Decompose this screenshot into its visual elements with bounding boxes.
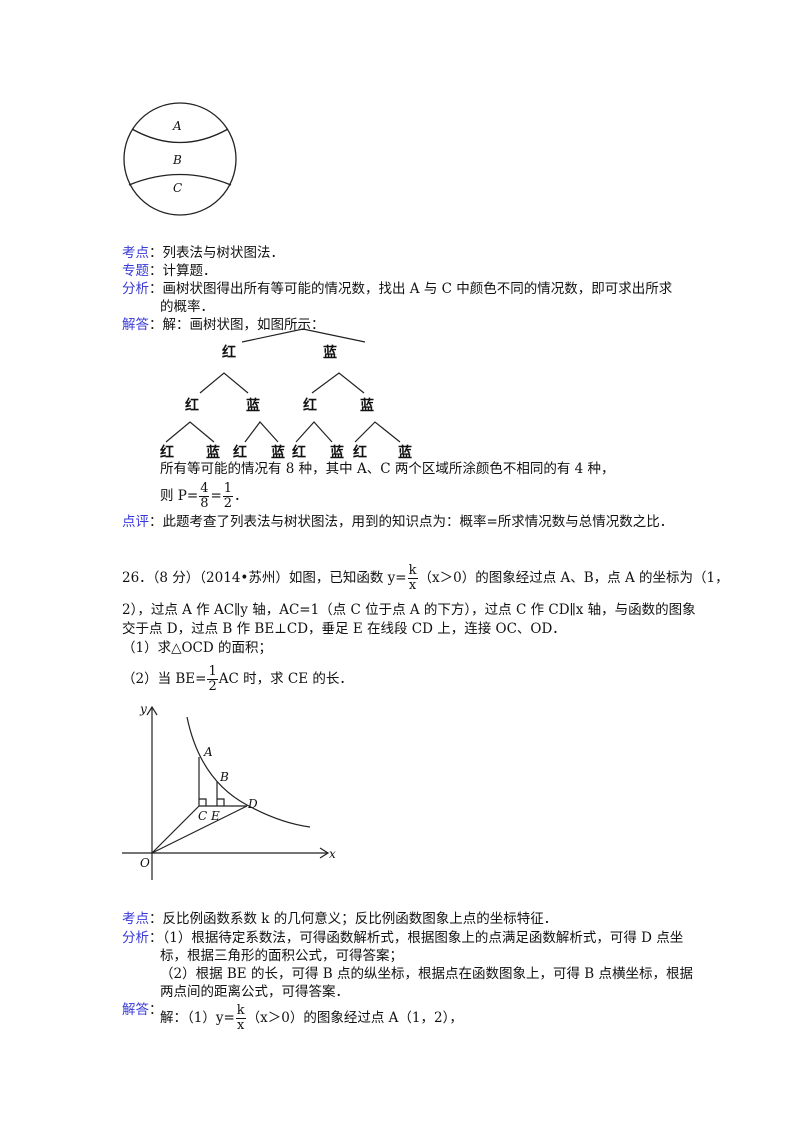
tree-node-l3: 蓝 xyxy=(271,445,285,461)
tree-node-l3: 蓝 xyxy=(330,445,344,461)
origin-label: O xyxy=(140,856,150,870)
q26-fenxi-row: 分析：（1）根据待定系数法，可得函数解析式，根据图象上的点满足函数解析式，可得 … xyxy=(122,929,683,947)
fenxi-label: 分析 xyxy=(122,930,149,946)
q26-fenxi-row-3: （2）根据 BE 的长，可得 B 点的纵坐标，根据点在函数图象上，可得 B 点横… xyxy=(160,966,693,982)
kaodian-label: 考点 xyxy=(122,911,149,927)
jieda-label: 解答 xyxy=(122,1002,149,1018)
inverse-function-graph: y x O A B C D E xyxy=(122,702,336,880)
q26-line2: 2），过点 A 作 AC∥y 轴，AC=1（点 C 位于点 A 的下方），过点 … xyxy=(122,602,696,618)
point-c-label: C xyxy=(198,809,207,823)
tree-node-l3: 蓝 xyxy=(398,445,412,461)
jieda-text-b: （x＞0）的图象经过点 A（1，2）， xyxy=(246,1010,463,1026)
q26-text-a: 26．（8 分）（2014•苏州）如图，已知函数 y= xyxy=(122,570,407,586)
fenxi-text: ：（1）根据待定系数法，可得函数解析式，根据图象上的点满足函数解析式，可得 D … xyxy=(149,930,684,946)
dianping-text: ：此题考查了列表法与树状图法，用到的知识点为：概率=所求情况数与总情况数之比． xyxy=(149,514,674,530)
dianping-label: 点评 xyxy=(122,514,149,530)
part2-text-a: （2）当 BE= xyxy=(122,671,207,687)
tree-node-l2: 红 xyxy=(185,398,199,414)
result-line: 所有等可能的情况有 8 种，其中 A、C 两个区域所涂颜色不相同的有 4 种， xyxy=(160,461,615,477)
dianping-row: 点评：此题考查了列表法与树状图法，用到的知识点为：概率=所求情况数与总情况数之比… xyxy=(122,513,673,531)
prob-prefix: 则 P= xyxy=(160,488,199,504)
x-axis-label: x xyxy=(329,847,336,861)
tree-node-l3: 红 xyxy=(233,445,247,461)
zhuanti-label: 专题 xyxy=(122,263,149,279)
kaodian-text: ：反比例函数系数 k 的几何意义；反比例函数图象上点的坐标特征． xyxy=(149,911,558,927)
fenxi-text: ：画树状图得出所有等可能的情况数，找出 A 与 C 中颜色不同的情况数，即可求出… xyxy=(149,281,673,297)
part2-text-b: AC 时，求 CE 的长． xyxy=(218,671,353,687)
jieda-row: 解答：解：画树状图，如图所示： xyxy=(122,316,325,334)
jieda-text-a: 解：（1）y= xyxy=(160,1010,235,1026)
tree-node-l1: 红 xyxy=(222,345,236,361)
q26-fenxi-row-2: 标，根据三角形的面积公式，可得答案； xyxy=(160,948,403,964)
q26-part1: （1）求△OCD 的面积； xyxy=(122,640,272,656)
tree-node-l3: 红 xyxy=(353,445,367,461)
fenxi-label: 分析 xyxy=(122,281,149,297)
q26-text-b: （x＞0）的图象经过点 A、B，点 A 的坐标为（1， xyxy=(418,570,729,586)
tree-node-l2: 蓝 xyxy=(246,398,260,414)
region-a-label: A xyxy=(172,119,182,133)
fenxi-row: 分析：画树状图得出所有等可能的情况数，找出 A 与 C 中颜色不同的情况数，即可… xyxy=(122,280,672,298)
region-c-label: C xyxy=(173,181,182,195)
region-b-label: B xyxy=(172,153,182,167)
tree-node-l3: 红 xyxy=(160,445,174,461)
kaodian-text: ：列表法与树状图法． xyxy=(149,245,284,261)
tree-node-l1: 蓝 xyxy=(323,345,337,361)
kaodian-label: 考点 xyxy=(122,245,149,261)
q26-line3: 交于点 D，过点 B 作 BE⊥CD，垂足 E 在线段 CD 上，连接 OC、O… xyxy=(122,621,566,637)
circle-region-figure: A B C xyxy=(123,102,237,216)
zhuanti-row: 专题：计算题． xyxy=(122,262,217,280)
jieda-label: 解答 xyxy=(122,317,149,333)
q26-kaodian-row: 考点：反比例函数系数 k 的几何意义；反比例函数图象上点的坐标特征． xyxy=(122,910,557,928)
point-a-label: A xyxy=(203,745,213,759)
tree-node-l2: 红 xyxy=(303,398,317,414)
y-axis-label: y xyxy=(139,702,147,716)
kaodian-row: 考点：列表法与树状图法． xyxy=(122,244,284,262)
tree-diagram-lines xyxy=(165,328,401,443)
point-e-label: E xyxy=(210,809,220,823)
period: ． xyxy=(234,488,248,504)
jieda-text: ：解：画树状图，如图所示： xyxy=(149,317,325,333)
q26-jieda-label-row: 解答： xyxy=(122,1002,163,1018)
tree-node-l3: 红 xyxy=(292,445,306,461)
equals-sign: = xyxy=(210,488,222,504)
point-d-label: D xyxy=(247,797,258,811)
tree-node-l2: 蓝 xyxy=(360,398,374,414)
point-b-label: B xyxy=(219,770,229,784)
q26-fenxi-row-4: 两点间的距离公式，可得答案． xyxy=(160,984,349,1000)
tree-diagram: 红 蓝 红 蓝 红 蓝 红 蓝 红 蓝 红 蓝 红 蓝 xyxy=(150,325,450,465)
fenxi-row-2: 的概率． xyxy=(160,299,214,315)
tree-node-l3: 蓝 xyxy=(206,445,220,461)
zhuanti-text: ：计算题． xyxy=(149,263,217,279)
